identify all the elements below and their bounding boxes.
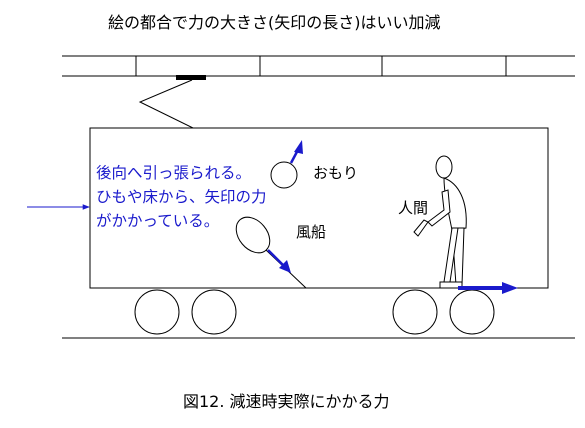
figure-caption: 図12. 減速時実際にかかる力 <box>183 392 390 411</box>
explanation-line-1: 後向へ引っ張られる。 <box>96 164 252 182</box>
header-note: 絵の都合で力の大きさ(矢印の長さ)はいい加減 <box>108 13 441 32</box>
person-label: 人間 <box>398 199 429 217</box>
floor-arrowhead <box>502 282 518 294</box>
person-figure <box>413 155 467 289</box>
wheel <box>392 289 438 335</box>
wheels <box>134 289 495 335</box>
explanation-line-2: ひもや床から、矢印の力 <box>96 188 267 206</box>
floor-force-arrow <box>458 286 503 290</box>
weight-arrowhead <box>294 140 303 154</box>
person-arm <box>427 189 451 227</box>
pantograph <box>138 79 194 129</box>
weight-ball <box>270 161 298 189</box>
train-body <box>89 127 549 289</box>
balloon-label: 風船 <box>296 223 327 241</box>
person-hand <box>413 219 429 237</box>
balloon-arrowhead <box>279 260 291 273</box>
explanation-line-3: がかかっている。 <box>96 212 220 230</box>
wheel <box>449 289 495 335</box>
overhead-wire <box>62 55 575 77</box>
balloon-force-arrow <box>267 249 285 267</box>
wheel <box>191 289 237 335</box>
person-head <box>435 155 453 179</box>
weight-label: おもり <box>313 164 359 182</box>
pantograph-shoe <box>176 75 206 80</box>
wheel <box>134 289 180 335</box>
